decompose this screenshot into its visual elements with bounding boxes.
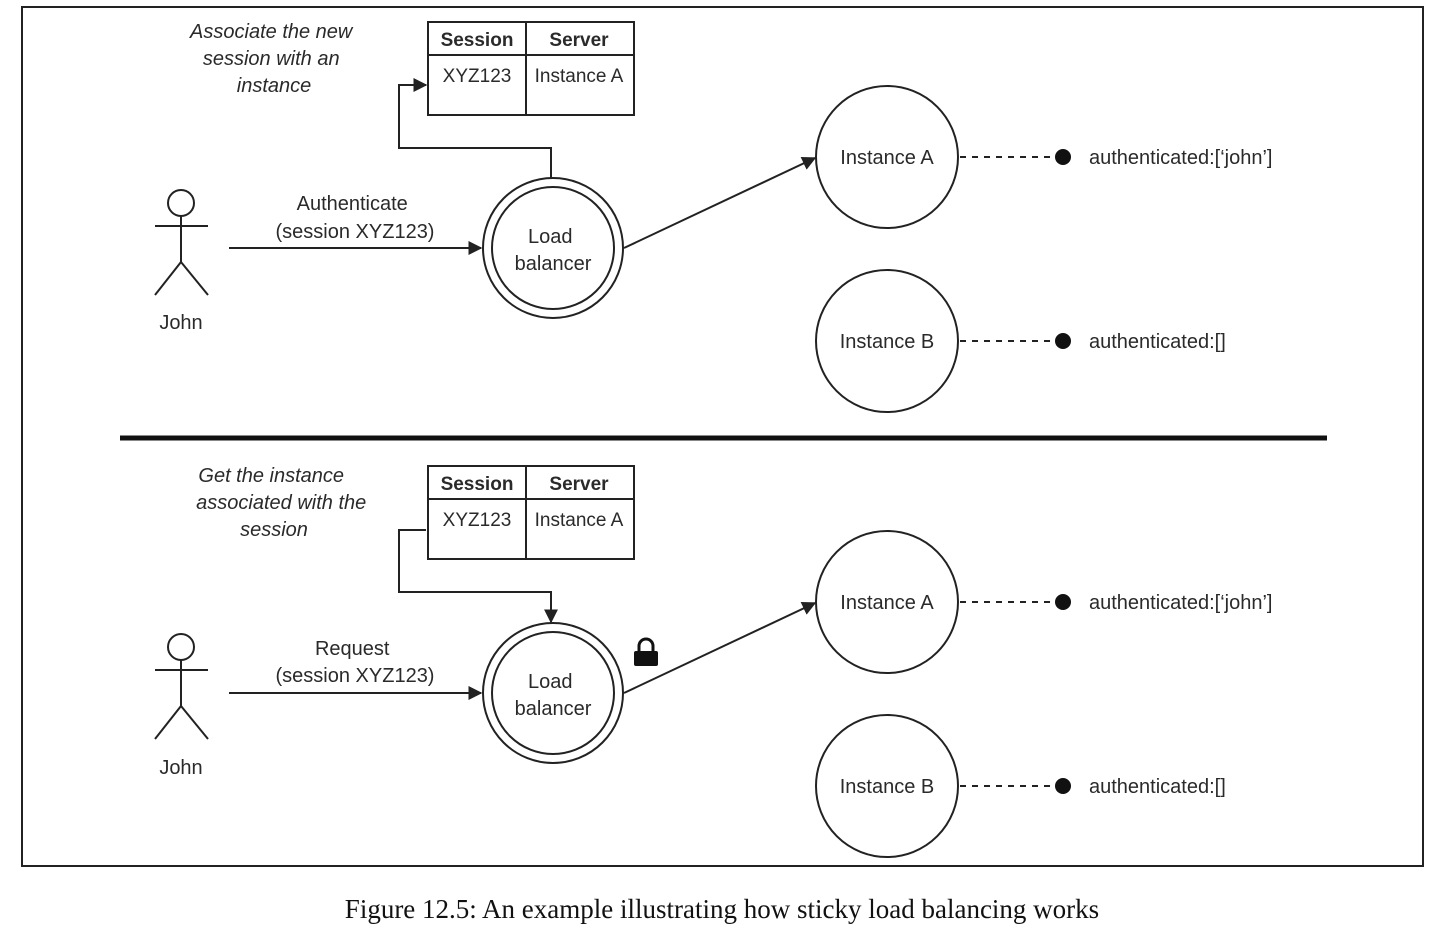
request-label-line: Request [315, 638, 390, 660]
request-label-line: (session XYZ123) [276, 221, 435, 243]
note-line: session with an [203, 48, 340, 70]
state-dot [1055, 778, 1071, 794]
instance-state: authenticated:[‘john’] [1089, 592, 1272, 614]
instance-a: Instance A [815, 85, 959, 229]
lock-icon [634, 637, 658, 666]
instance-label: Instance B [840, 776, 935, 798]
route-arrow [623, 157, 817, 249]
load-balancer-label: Load balancer [515, 226, 592, 275]
note: Associate the new session with an instan… [189, 21, 358, 97]
table-cell-server: Instance A [535, 66, 624, 87]
table-cell-session: XYZ123 [443, 510, 512, 531]
instance-label: Instance A [840, 592, 934, 614]
instance-a: Instance A [815, 530, 959, 674]
table-header-session: Session [441, 474, 514, 495]
load-balancer: Load balancer [482, 177, 624, 319]
request-label: Authenticate (session XYZ123) [276, 193, 435, 243]
session-table: Session Server XYZ123 Instance A [427, 465, 635, 560]
table-header-server: Server [549, 474, 609, 495]
panel-bottom: Get the instance associated with the ses… [154, 465, 1272, 858]
load-balancer-label-line: Load [528, 226, 573, 248]
instance-b: Instance B [815, 269, 959, 413]
diagram-frame [21, 6, 1424, 867]
actor-icon [154, 189, 209, 296]
note-line: session [240, 519, 308, 541]
state-dot [1055, 594, 1071, 610]
state-dot [1055, 149, 1071, 165]
note: Get the instance associated with the ses… [196, 465, 372, 541]
actor-label: John [159, 312, 202, 334]
request-label-line: (session XYZ123) [276, 665, 435, 687]
instance-b: Instance B [815, 714, 959, 858]
load-balancer-label: Load balancer [515, 671, 592, 720]
panel-top: Associate the new session with an instan… [154, 21, 1272, 413]
state-dot [1055, 333, 1071, 349]
note-line: associated with the [196, 492, 366, 514]
figure-caption: Figure 12.5: An example illustrating how… [345, 894, 1099, 924]
actor-label: John [159, 757, 202, 779]
instance-state: authenticated:[‘john’] [1089, 147, 1272, 169]
table-header-server: Server [549, 30, 609, 51]
table-header-session: Session [441, 30, 514, 51]
instance-label: Instance A [840, 147, 934, 169]
load-balancer-label-line: balancer [515, 698, 592, 720]
request-label-line: Authenticate [297, 193, 408, 215]
load-balancer-label-line: Load [528, 671, 573, 693]
lookup-session-arrow [398, 529, 558, 624]
note-line: Get the instance [198, 465, 344, 487]
note-line: instance [237, 75, 312, 97]
load-balancer: Load balancer [482, 622, 624, 764]
request-label: Request (session XYZ123) [276, 638, 435, 687]
table-cell-session: XYZ123 [443, 66, 512, 87]
note-line: Associate the new [189, 21, 354, 43]
actor-icon [154, 633, 209, 740]
load-balancer-label-line: balancer [515, 253, 592, 275]
route-arrow [623, 602, 817, 694]
session-table: Session Server XYZ123 Instance A [427, 21, 635, 116]
instance-state: authenticated:[] [1089, 776, 1226, 798]
instance-label: Instance B [840, 331, 935, 353]
store-session-arrow [398, 78, 552, 180]
instance-state: authenticated:[] [1089, 331, 1226, 353]
table-cell-server: Instance A [535, 510, 624, 531]
